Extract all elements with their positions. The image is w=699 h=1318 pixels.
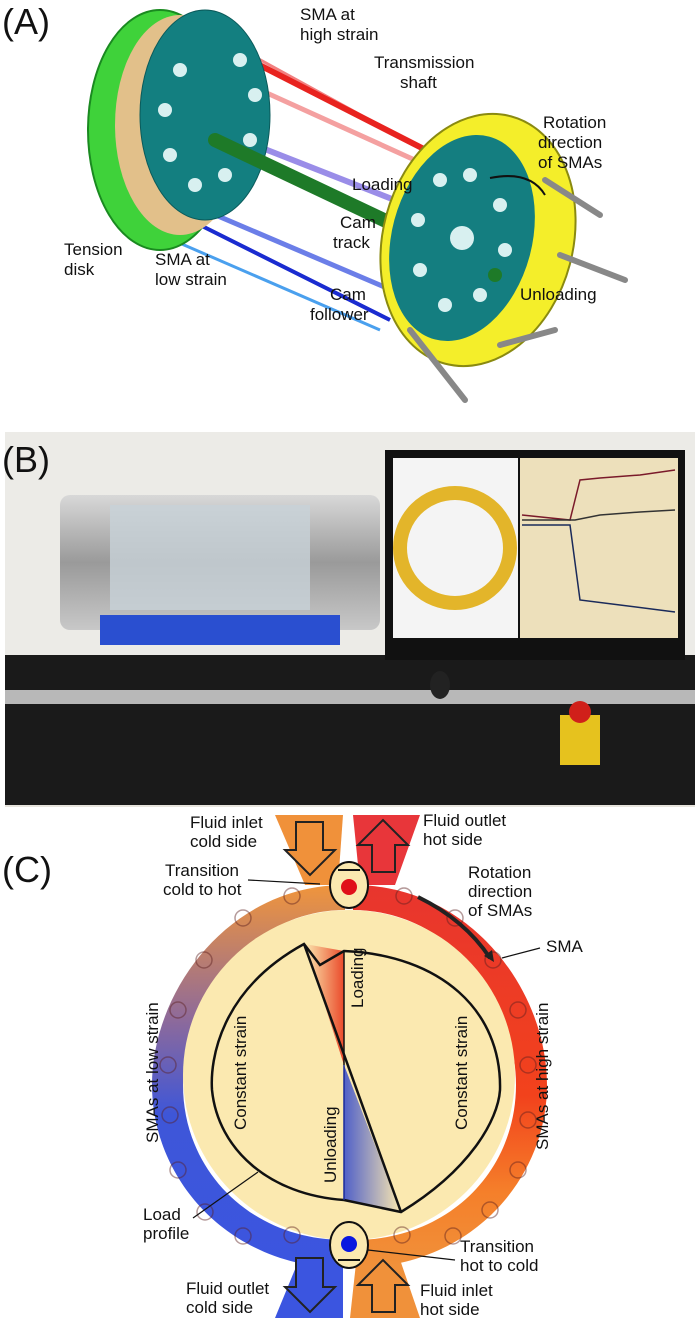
label-loading-c: Loading [348,947,367,1008]
panel-b-photo [5,432,695,807]
panel-b-label: (B) [2,439,50,480]
label-high-strain: SMAs at high strain [533,1003,552,1150]
label-sma: SMA [546,937,584,956]
emergency-stop [560,715,600,765]
panel-c-label: (C) [2,849,52,890]
shaft-end [488,268,502,282]
cam-area [183,910,515,1240]
label-constant-left: Constant strain [231,1016,250,1130]
label-constant-right: Constant strain [452,1016,471,1130]
disk-holes [158,53,262,192]
panel-a-label: (A) [2,1,50,42]
hot-marker [341,879,357,895]
label-loading-a: Loading [352,175,413,194]
arrow-outlet-hot [355,818,411,873]
rotation-arrow-a [489,175,546,196]
arrow-inlet-hot [355,1258,411,1313]
sma-positions [159,887,537,1245]
mouse [430,671,450,699]
arrow-inlet-cold [282,821,338,877]
label-low-strain: SMAs at low strain [143,1002,162,1143]
ring-cold-side [152,885,345,1268]
arrow-outlet-cold [282,1257,338,1314]
label-unloading-a: Unloading [520,285,597,304]
cam-followers [407,177,628,403]
blue-tray [100,615,340,645]
cam-diagonal [302,943,403,1213]
leader-lines [192,879,541,1261]
label-unloading-c: Unloading [321,1106,340,1183]
front-disk-holes [411,168,512,312]
cam-disk-back [139,9,271,221]
rotation-arrow-c [417,895,492,960]
ring-hot-side [353,885,547,1268]
cold-marker [341,1236,357,1252]
